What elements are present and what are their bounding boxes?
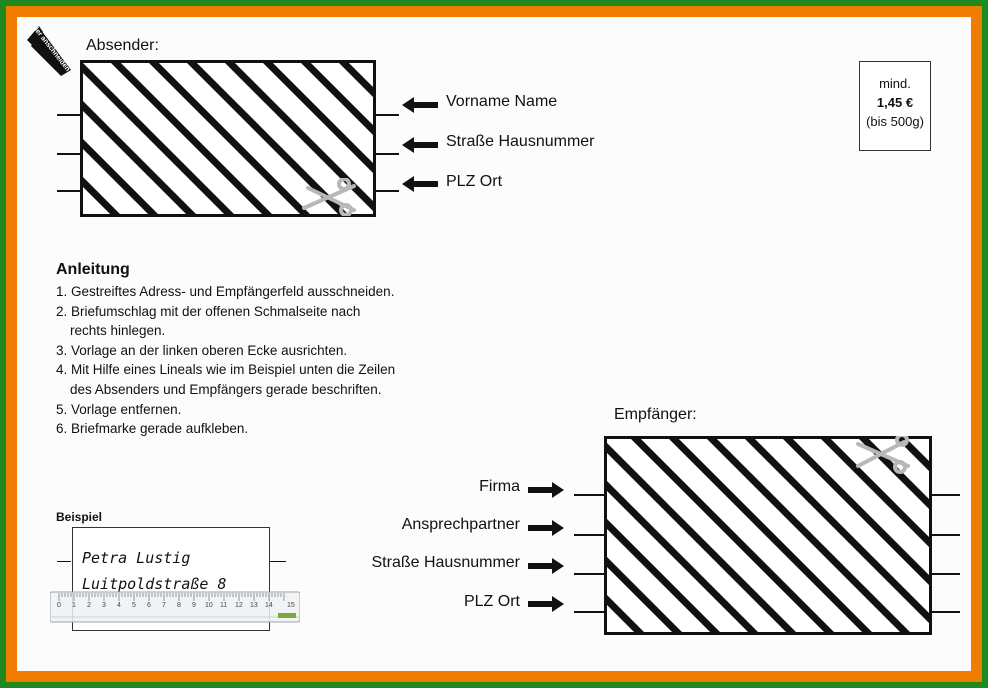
sender-right-tick-2 — [375, 153, 399, 155]
ruler-label: 10 — [205, 602, 213, 609]
stripe — [604, 478, 759, 635]
ruler-label: 4 — [117, 602, 121, 609]
recipient-right-tick-3 — [932, 573, 960, 575]
instruction-step: 4. Mit Hilfe eines Lineals wie im Beispi… — [56, 362, 396, 397]
scissors-icon — [856, 436, 910, 474]
ruler-label: 0 — [57, 602, 61, 609]
sender-field-street: Straße Hausnummer — [446, 133, 595, 150]
arrow-icon — [402, 176, 438, 192]
instruction-step: 6. Briefmarke gerade aufkleben. — [56, 421, 249, 437]
example-left-tick — [57, 561, 71, 562]
example-right-tick — [270, 561, 286, 562]
sender-cut-field[interactable] — [80, 60, 376, 217]
sender-right-tick-1 — [375, 114, 399, 116]
instruction-step: 5. Vorlage entfernen. — [56, 401, 182, 417]
arrow-icon — [528, 482, 564, 498]
example-handwritten-name: Petra Lustig — [82, 549, 191, 567]
corner-tag-icon — [27, 26, 71, 76]
stamp-box: mind. 1,45 € (bis 500g) — [859, 61, 931, 151]
sender-right-tick-3 — [375, 190, 399, 192]
sender-heading: Absender: — [86, 37, 159, 54]
stripe — [604, 516, 721, 635]
stripe — [782, 436, 932, 588]
stripe — [80, 98, 197, 217]
stripe — [668, 436, 873, 635]
arrow-icon — [528, 520, 564, 536]
arrow-icon — [402, 97, 438, 113]
sender-left-tick-1 — [57, 114, 81, 116]
recipient-right-tick-2 — [932, 534, 960, 536]
instruction-step: 3. Vorlage an der linken oberen Ecke aus… — [56, 342, 348, 358]
example-handwritten-street: Luitpoldstraße 8 — [82, 575, 227, 593]
instruction-step: 1. Gestreiftes Adress- und Empfängerfeld… — [56, 284, 395, 299]
arrow-icon — [528, 596, 564, 612]
stripe — [186, 60, 349, 217]
stripe — [110, 60, 273, 217]
stamp-price: 1,45 € — [876, 95, 914, 110]
ruler-label: 7 — [162, 602, 166, 609]
sender-field-city: PLZ Ort — [446, 173, 503, 190]
stripe — [80, 174, 121, 217]
ruler-label: 9 — [192, 602, 196, 609]
example-title: Beispiel — [56, 510, 103, 524]
ruler-label: 3 — [102, 602, 106, 609]
ruler-label: 1 — [72, 602, 76, 609]
sender-field-name: Vorname Name — [446, 93, 558, 110]
recipient-left-tick-1 — [574, 494, 604, 496]
stripe — [604, 554, 683, 635]
sender-left-tick-3 — [57, 190, 81, 192]
recipient-field-street: Straße Hausnummer — [371, 554, 521, 571]
recipient-left-tick-4 — [574, 611, 604, 613]
ruler-label: 14 — [265, 602, 273, 609]
ruler-label: 15 — [287, 602, 295, 609]
recipient-right-tick-4 — [932, 611, 960, 613]
stripe — [820, 436, 932, 550]
stripe — [262, 60, 376, 176]
ruler-label: 6 — [147, 602, 151, 609]
stripe — [604, 592, 645, 635]
ruler-label: 2 — [87, 602, 91, 609]
ruler-label: 13 — [250, 602, 258, 609]
scissors-icon — [302, 178, 356, 216]
stripe — [224, 60, 376, 214]
stripe — [630, 436, 835, 635]
sender-left-tick-2 — [57, 153, 81, 155]
stamp-min: mind. — [879, 76, 911, 91]
stamp-weight: (bis 500g) — [866, 114, 924, 129]
stripe — [338, 60, 376, 100]
ruler-label: 12 — [235, 602, 243, 609]
recipient-right-tick-1 — [932, 494, 960, 496]
instruction-step: 2. Briefumschlag mit der offenen Schmals… — [56, 303, 361, 339]
stripe — [80, 136, 159, 217]
ruler-labels: 0 1 2 3 4 5 6 7 8 9 10 11 12 13 14 15 — [50, 588, 300, 626]
arrow-icon — [528, 558, 564, 574]
ruler-label: 11 — [220, 602, 228, 609]
recipient-left-tick-2 — [574, 534, 604, 536]
stripe — [300, 60, 376, 138]
stripe — [604, 440, 797, 635]
recipient-field-company: Firma — [479, 478, 520, 495]
instructions-list: 1. Gestreiftes Adress- und Empfängerfeld… — [56, 282, 396, 439]
stripe — [80, 60, 235, 217]
arrow-icon — [402, 137, 438, 153]
ruler-label: 8 — [177, 602, 181, 609]
stripe — [706, 436, 911, 635]
recipient-field-contact: Ansprechpartner — [401, 516, 520, 533]
recipient-field-city: PLZ Ort — [463, 593, 520, 610]
recipient-heading: Empfänger: — [614, 406, 697, 423]
instructions-title: Anleitung — [56, 261, 130, 278]
ruler-label: 5 — [132, 602, 136, 609]
stripe — [744, 436, 932, 626]
recipient-left-tick-3 — [574, 573, 604, 575]
stripe — [148, 60, 311, 217]
ruler — [50, 591, 300, 623]
